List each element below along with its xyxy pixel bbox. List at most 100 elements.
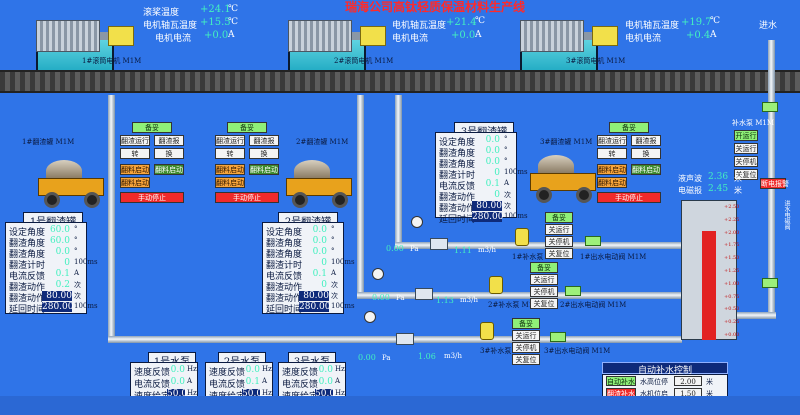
tank-2-row-value[interactable]: 80.00 — [299, 291, 329, 301]
level-tick: +1.75 — [724, 242, 740, 249]
inlet-valve-stop-button[interactable]: 关停机 — [734, 156, 758, 167]
pump-3-button-2[interactable]: 关停机 — [512, 342, 540, 353]
pump-1-row-unit: Hz — [187, 365, 197, 373]
tank-1-row-label: 翻渣角度 — [9, 250, 46, 260]
make-up-pump-3[interactable] — [478, 320, 498, 342]
pump-3-button-3[interactable]: 关复位 — [512, 354, 540, 365]
pump-2-button-2[interactable]: 关停机 — [530, 286, 558, 297]
outlet-valve-2[interactable] — [563, 282, 583, 298]
control-3-button-0[interactable]: 备妥 — [609, 122, 649, 133]
pump-2-label: 2#补水泵 M1M — [488, 301, 541, 309]
make-up-pump-1[interactable] — [513, 226, 533, 248]
control-3-button-5[interactable]: 翻料启动 — [597, 164, 627, 175]
inlet-valve[interactable] — [760, 98, 780, 114]
motor-1 — [36, 20, 134, 64]
page-title: 瑞海公司高钛轻质保温材料生产线 — [345, 0, 526, 14]
drain-valve[interactable] — [760, 274, 780, 290]
pump-3-button-1[interactable]: 关运行 — [512, 330, 540, 341]
inlet-pipe-bottom — [736, 312, 776, 319]
pump-1-button-1[interactable]: 关运行 — [545, 224, 573, 235]
level-tick: +0.00 — [724, 332, 740, 338]
control-2-button-3[interactable]: 转 — [215, 148, 245, 159]
tank-1-row-value: 60.0 — [49, 225, 70, 235]
auto-row2-unit: 米 — [706, 390, 713, 398]
inlet-valve-on-button[interactable]: 开运行 — [734, 130, 758, 141]
tank-1-row-unit: ° — [74, 236, 78, 244]
control-1-button-8[interactable]: 手动停止 — [120, 192, 184, 203]
inlet-valve-off-button[interactable]: 关运行 — [734, 143, 758, 154]
control-2-button-5[interactable]: 翻料启动 — [215, 164, 245, 175]
tank-3-row-label: 设定角度 — [439, 138, 476, 148]
pump-1-button-3[interactable]: 关复位 — [545, 248, 573, 259]
tank-3-row-value: 0.0 — [485, 157, 500, 167]
pump-1-row-value[interactable]: 50.00 — [167, 389, 193, 399]
control-3-button-4[interactable]: 换 — [631, 148, 661, 159]
pipe-1-horizontal — [108, 336, 598, 343]
pump-1-button-2[interactable]: 关停机 — [545, 236, 573, 247]
control-3-button-3[interactable]: 转 — [597, 148, 627, 159]
pump-2-row-unit: A — [262, 377, 268, 385]
tank-3-row-value[interactable]: 80.00 — [472, 201, 502, 211]
slag-cart-2 — [286, 160, 356, 210]
tank-2-row-label: 翻渣角度 — [266, 239, 303, 249]
tank-1-row-label: 翻渣动作 — [9, 283, 46, 293]
control-1-button-5[interactable]: 翻料启动 — [120, 164, 150, 175]
pump-3-row-value[interactable]: 50.00 — [315, 389, 341, 399]
control-1-button-2[interactable]: 翻渣报 — [154, 135, 184, 146]
tank-3-row-unit: ° — [504, 157, 508, 165]
auto-panel-title: 自动补水控制 — [602, 362, 728, 376]
m2-p1-unit: ℃ — [475, 16, 486, 26]
pump-2-button-1[interactable]: 关运行 — [530, 274, 558, 285]
pump-3-button-0[interactable]: 备妥 — [512, 318, 540, 329]
control-1-button-6[interactable]: 翻料启动 — [154, 164, 184, 175]
line-1-pressure-unit: Pa — [410, 245, 419, 253]
tank-3-row-value: 0 — [494, 190, 500, 200]
outlet-valve-3[interactable] — [548, 328, 568, 344]
line-3-flow: 1.06 — [418, 352, 436, 361]
control-3-button-7[interactable]: 翻料启动 — [597, 177, 627, 188]
control-3-button-1[interactable]: 翻渣运行 — [597, 135, 627, 146]
auto-makeup-button[interactable]: 自动补水 — [606, 376, 636, 386]
control-3-button-6[interactable]: 翻料启动 — [631, 164, 661, 175]
level-sensor-1-label: 液声波 — [678, 174, 702, 183]
tank-1-row-label: 翻渣角度 — [9, 239, 46, 249]
control-1-button-1[interactable]: 翻渣运行 — [120, 135, 150, 146]
pipe-2-vertical — [357, 95, 364, 295]
control-2-button-7[interactable]: 翻料启动 — [215, 177, 245, 188]
control-1-button-0[interactable]: 备妥 — [132, 122, 172, 133]
tank-3-row-label: 延回时间 — [439, 215, 476, 225]
control-1-button-4[interactable]: 换 — [154, 148, 184, 159]
cart-1-label: 1#翻渣罐 M1M — [22, 138, 75, 146]
tank-1-row-value[interactable]: 80.00 — [42, 291, 72, 301]
make-up-pump-2[interactable] — [487, 274, 507, 296]
pump-3-row-unit: A — [335, 377, 341, 385]
pump-1-button-0[interactable]: 备妥 — [545, 212, 573, 223]
auto-row1-value[interactable]: 2.00 — [674, 376, 702, 386]
tank-3-row-label: 翻渣动作 — [439, 193, 476, 203]
slag-cart-1 — [38, 160, 108, 210]
outlet-valve-1[interactable] — [583, 232, 603, 248]
tank-2-row-label: 翻渣动作 — [266, 294, 303, 304]
pump-2-button-0[interactable]: 备妥 — [530, 262, 558, 273]
control-2-button-6[interactable]: 翻料启动 — [249, 164, 279, 175]
control-2-button-8[interactable]: 手动停止 — [215, 192, 279, 203]
control-2-button-4[interactable]: 换 — [249, 148, 279, 159]
tank-3-row-value[interactable]: 280.00 — [472, 212, 504, 222]
control-3-button-2[interactable]: 翻渣报 — [631, 135, 661, 146]
m3-p1-label: 电机轴瓦温度 — [625, 21, 680, 31]
inlet-valve-reset-button[interactable]: 关复位 — [734, 169, 758, 180]
control-2-button-2[interactable]: 翻渣报 — [249, 135, 279, 146]
pump-2-button-3[interactable]: 关复位 — [530, 298, 558, 309]
tank-1-row-value[interactable]: 280.00 — [42, 302, 74, 312]
pump-3-row-label: 电流反馈 — [282, 380, 319, 390]
control-1-button-3[interactable]: 转 — [120, 148, 150, 159]
pump-2-row-value[interactable]: 50.00 — [242, 389, 268, 399]
control-2-button-0[interactable]: 备妥 — [227, 122, 267, 133]
tank-2-row-value[interactable]: 280.00 — [299, 302, 331, 312]
control-1-button-7[interactable]: 翻料启动 — [120, 177, 150, 188]
m1-p1-unit: ℃ — [228, 4, 239, 14]
control-2-button-1[interactable]: 翻渣运行 — [215, 135, 245, 146]
control-3-button-8[interactable]: 手动停止 — [597, 192, 661, 203]
